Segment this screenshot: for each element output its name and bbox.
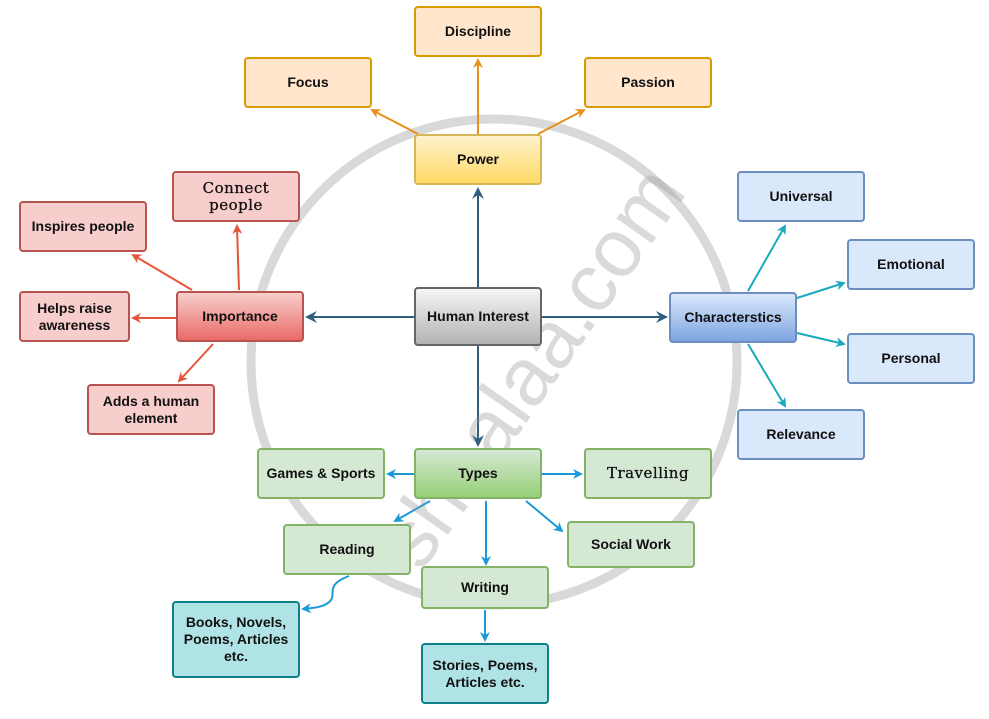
node-relevance: Relevance xyxy=(737,409,865,460)
node-types: Types xyxy=(414,448,542,499)
arrow-types-reading xyxy=(393,500,431,522)
node-connect-people: Connect people xyxy=(172,171,300,222)
arrow-char-personal xyxy=(796,332,846,348)
node-helps-raise-awareness: Helps raise awareness xyxy=(19,291,130,342)
node-personal: Personal xyxy=(847,333,975,384)
arrow-types-social xyxy=(525,500,564,533)
node-discipline: Discipline xyxy=(414,6,542,57)
node-travelling: Travelling xyxy=(584,448,712,499)
node-importance: Importance xyxy=(176,291,304,342)
node-universal: Universal xyxy=(737,171,865,222)
node-social-work: Social Work xyxy=(567,521,695,568)
node-power: Power xyxy=(414,134,542,185)
arrow-char-universal xyxy=(747,224,786,292)
arrow-power-passion xyxy=(537,109,586,135)
node-stories-poems: Stories, Poems, Articles etc. xyxy=(421,643,549,704)
node-passion: Passion xyxy=(584,57,712,108)
node-characteristics: Characterstics xyxy=(669,292,797,343)
arrow-reading-books xyxy=(301,575,350,614)
node-games-sports: Games & Sports xyxy=(257,448,385,499)
node-adds-human-element: Adds a human element xyxy=(87,384,215,435)
arrow-importance-adds xyxy=(177,343,214,383)
arrow-importance-inspires xyxy=(131,253,193,291)
node-inspires-people: Inspires people xyxy=(19,201,147,252)
arrow-importance-connect xyxy=(232,224,243,291)
node-focus: Focus xyxy=(244,57,372,108)
node-books-novels: Books, Novels, Poems, Articles etc. xyxy=(172,601,300,678)
arrow-power-focus xyxy=(370,109,419,135)
arrow-char-emotional xyxy=(796,280,846,299)
node-reading: Reading xyxy=(283,524,411,575)
arrow-char-relevance xyxy=(747,343,787,408)
node-human-interest: Human Interest xyxy=(414,287,542,346)
node-emotional: Emotional xyxy=(847,239,975,290)
node-writing: Writing xyxy=(421,566,549,609)
